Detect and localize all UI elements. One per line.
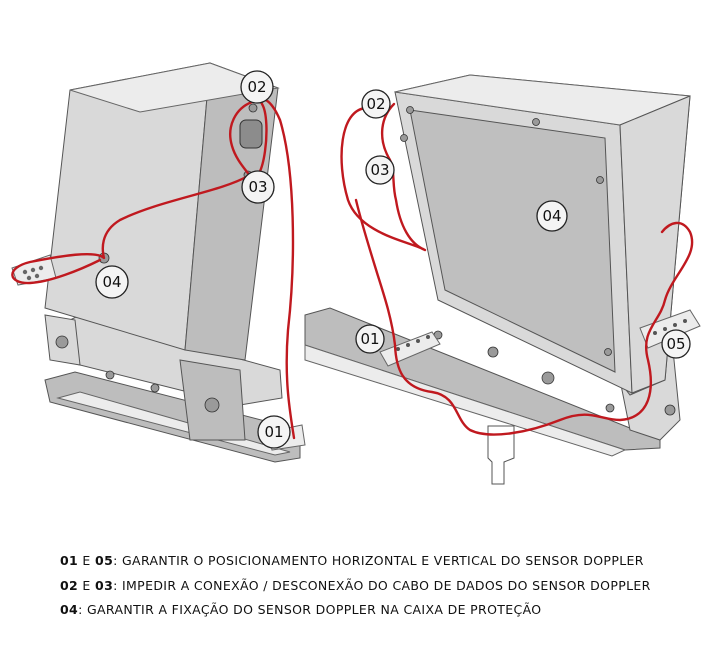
svg-text:03: 03 <box>370 161 389 179</box>
svg-text:01: 01 <box>360 330 379 348</box>
right-callout-01: 01 <box>355 324 385 354</box>
legend-text: GARANTIR A FIXAÇÃO DO SENSOR DOPPLER NA … <box>87 602 542 617</box>
svg-text:05: 05 <box>666 335 685 353</box>
right-seal-wire-lower <box>354 198 694 436</box>
right-enclosure-inner <box>409 109 616 373</box>
legend-text: IMPEDIR A CONEXÃO / DESCONEXÃO DO CABO D… <box>122 577 651 593</box>
left-seal-wire-lower <box>11 174 250 285</box>
svg-text:03: 03 <box>248 178 267 196</box>
legend-line-04: 04: GARANTIR A FIXAÇÃO DO SENSOR DOPPLER… <box>60 602 542 617</box>
left-callout-01: 01 <box>257 415 291 449</box>
right-assembly: 02 03 04 01 05 <box>304 74 701 485</box>
right-callout-04: 04 <box>536 200 568 232</box>
legend-line-02-03: 02 E 03: IMPEDIR A CONEXÃO / DESCONEXÃO … <box>60 577 651 593</box>
svg-text:02: 02 <box>366 95 385 113</box>
left-callout-04: 04 <box>95 265 129 299</box>
left-cable-gland <box>239 119 263 149</box>
right-callout-02: 02 <box>361 89 391 119</box>
right-foot <box>487 425 515 485</box>
svg-text:01: 01 <box>264 423 283 441</box>
right-callout-03: 03 <box>365 155 395 185</box>
legend-text: GARANTIR O POSICIONAMENTO HORIZONTAL E V… <box>122 553 644 568</box>
right-connector-plate <box>379 331 441 367</box>
left-callout-03: 03 <box>241 170 275 204</box>
installation-diagram: 02 03 04 01 <box>11 62 701 485</box>
right-seal-wire-upper <box>340 102 427 252</box>
svg-text:04: 04 <box>102 273 121 291</box>
left-callout-02: 02 <box>240 70 274 104</box>
svg-text:04: 04 <box>542 207 561 225</box>
legend: 01 E 05: GARANTIR O POSICIONAMENTO HORIZ… <box>60 549 700 623</box>
legend-line-01-05: 01 E 05: GARANTIR O POSICIONAMENTO HORIZ… <box>60 553 644 568</box>
svg-text:02: 02 <box>247 78 266 96</box>
right-callout-05: 05 <box>661 329 691 359</box>
left-assembly: 02 03 04 01 <box>11 62 306 463</box>
